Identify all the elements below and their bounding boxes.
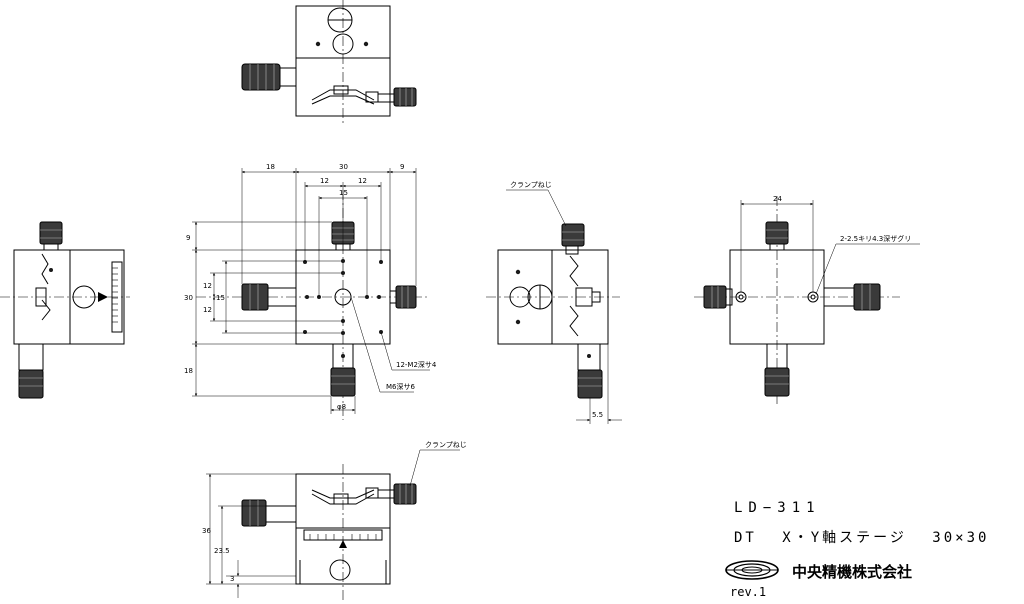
clamp-knob-icon [389,285,417,309]
dim-label: 36 [202,527,211,535]
dim-label: 12 [203,282,212,290]
dimension-labels: 18 30 9 12 12 15 9 30 12 15 12 18 φ8 24 … [184,163,782,583]
clamp-screw-label: クランプねじ [425,441,467,449]
dimension-lines [192,168,430,414]
right-side-view [486,189,622,424]
dim-label: 5.5 [592,411,603,419]
dim-label: φ8 [337,403,346,411]
dimension-lines [506,189,622,424]
clamp-screw-label: クランプねじ [510,181,552,189]
knob-icon [765,221,789,251]
top-view [241,0,417,126]
dim-label: 18 [184,367,193,375]
knob-icon [241,283,297,311]
model-number: LD−311 [734,500,821,516]
left-side-view [0,221,130,399]
front-view [192,168,430,420]
knob-icon [241,63,297,91]
dim-label: 30 [339,163,348,171]
knob-icon [577,343,603,399]
dim-label: 12 [203,306,212,314]
knob-icon [703,285,733,309]
dim-label: 23.5 [214,547,230,555]
dim-label: 18 [266,163,275,171]
clamp-knob-icon [365,87,417,107]
dim-label: 12 [358,177,367,185]
dimension-lines [206,449,460,598]
dim-label: 9 [400,163,404,171]
dim-label: 3 [230,575,234,583]
knob-icon [330,343,356,397]
dim-label: 24 [773,195,782,203]
dimension-lines [740,200,920,295]
dim-label: 30 [184,294,193,302]
tapped-holes-label: 12-M2深サ4 [396,360,437,369]
dim-label: 15 [216,294,225,302]
knob-icon [823,283,881,311]
center-hole-label: M6深サ6 [386,382,415,391]
product-name: DT X・Y軸ステージ 30×30 [734,530,990,546]
clamp-knob-icon [365,483,417,505]
company-logo-icon [725,560,779,580]
knob-icon [241,499,297,527]
dim-label: 12 [320,177,329,185]
back-view [694,196,920,404]
company-name: 中央精機株式会社 [792,563,913,581]
knob-icon [18,343,44,399]
side-holes-label: 2-2.5キリ4.3深ザグリ [840,234,911,243]
annotation-labels: クランプねじ クランプねじ 12-M2深サ4 M6深サ6 2-2.5キリ4.3深… [386,181,911,449]
knob-icon [39,221,63,272]
dim-label: 15 [339,189,348,197]
clamp-knob-icon [561,223,585,255]
knob-icon [764,343,790,397]
dim-label: 9 [186,234,190,242]
bottom-view [206,449,460,600]
revision: rev.1 [730,585,767,599]
